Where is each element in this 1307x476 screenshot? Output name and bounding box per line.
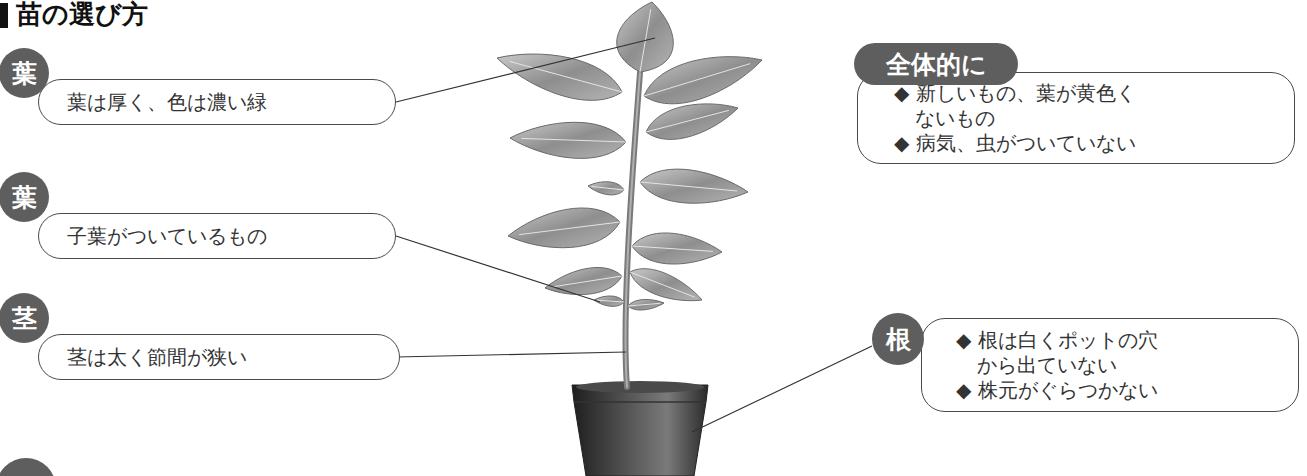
leaf-vein (522, 138, 626, 142)
leaf-vein (553, 276, 622, 287)
leaf (628, 299, 664, 310)
leaf-vein (632, 246, 713, 251)
title-bar (0, 3, 8, 28)
callout-box: 葉葉は厚く、色は濃い緑 (38, 79, 396, 125)
leader-line (396, 352, 626, 357)
cut-badge (0, 458, 56, 476)
leaf (640, 169, 748, 203)
leader-line (396, 236, 600, 302)
plant (497, 2, 762, 476)
leaf-vein (519, 222, 620, 235)
leaf (508, 208, 620, 248)
leader-line (396, 38, 655, 102)
pot-rim (574, 401, 706, 403)
stem-light (625, 60, 641, 387)
callout-box: 根◆ 根は白くポットの穴 から出ていない◆ 株元がぐらつかない (921, 318, 1299, 412)
leaf-vein (640, 182, 737, 191)
leaf-vein (592, 186, 624, 190)
callout-text: 子葉がついているもの (67, 224, 367, 249)
leaf-vein (646, 110, 729, 132)
badge-label: 茎 (0, 293, 49, 343)
pot (572, 385, 708, 476)
callout-text: 茎は太く節間が狭い (67, 345, 367, 370)
leaf (617, 2, 674, 72)
callout-box: 葉子葉がついているもの (38, 213, 396, 259)
callout-text: 葉は厚く、色は濃い緑 (67, 90, 347, 115)
callout-text: ◆ 根は白くポットの穴 から出ていない (956, 328, 1227, 378)
callout-box: 全体的に◆ 新しいもの、葉が黄色く ないもの◆ 病気、虫がついていない (857, 72, 1295, 164)
leaf (545, 268, 622, 295)
leaf-vein (630, 272, 695, 297)
leaf (632, 233, 722, 264)
badge-label: 全体的に (854, 43, 1018, 85)
badge-label: 葉 (0, 48, 49, 98)
callout-text: ◆ 病気、虫がついていない (894, 131, 1195, 156)
leaf (510, 122, 626, 158)
leader-lines (396, 38, 872, 432)
stem (625, 60, 641, 387)
title: 苗の選び方 (16, 0, 148, 29)
leaf (588, 182, 624, 195)
leaf-vein (597, 300, 624, 302)
callout-box: 茎茎は太く節間が狭い (38, 334, 400, 380)
leaf-vein (644, 64, 750, 96)
callout-text: ◆ 新しいもの、葉が黄色く ないもの (894, 81, 1195, 131)
leaf-vein (628, 303, 660, 306)
callout-text: ◆ 株元がぐらつかない (956, 378, 1227, 403)
leader-line (692, 346, 872, 432)
leaf (644, 57, 762, 104)
leaf (630, 269, 702, 301)
leaf (497, 54, 622, 100)
leaf-vein (510, 61, 623, 92)
leaf (646, 104, 738, 140)
soil (576, 381, 704, 393)
badge-label: 葉 (0, 172, 49, 222)
badge-label: 根 (872, 313, 924, 365)
